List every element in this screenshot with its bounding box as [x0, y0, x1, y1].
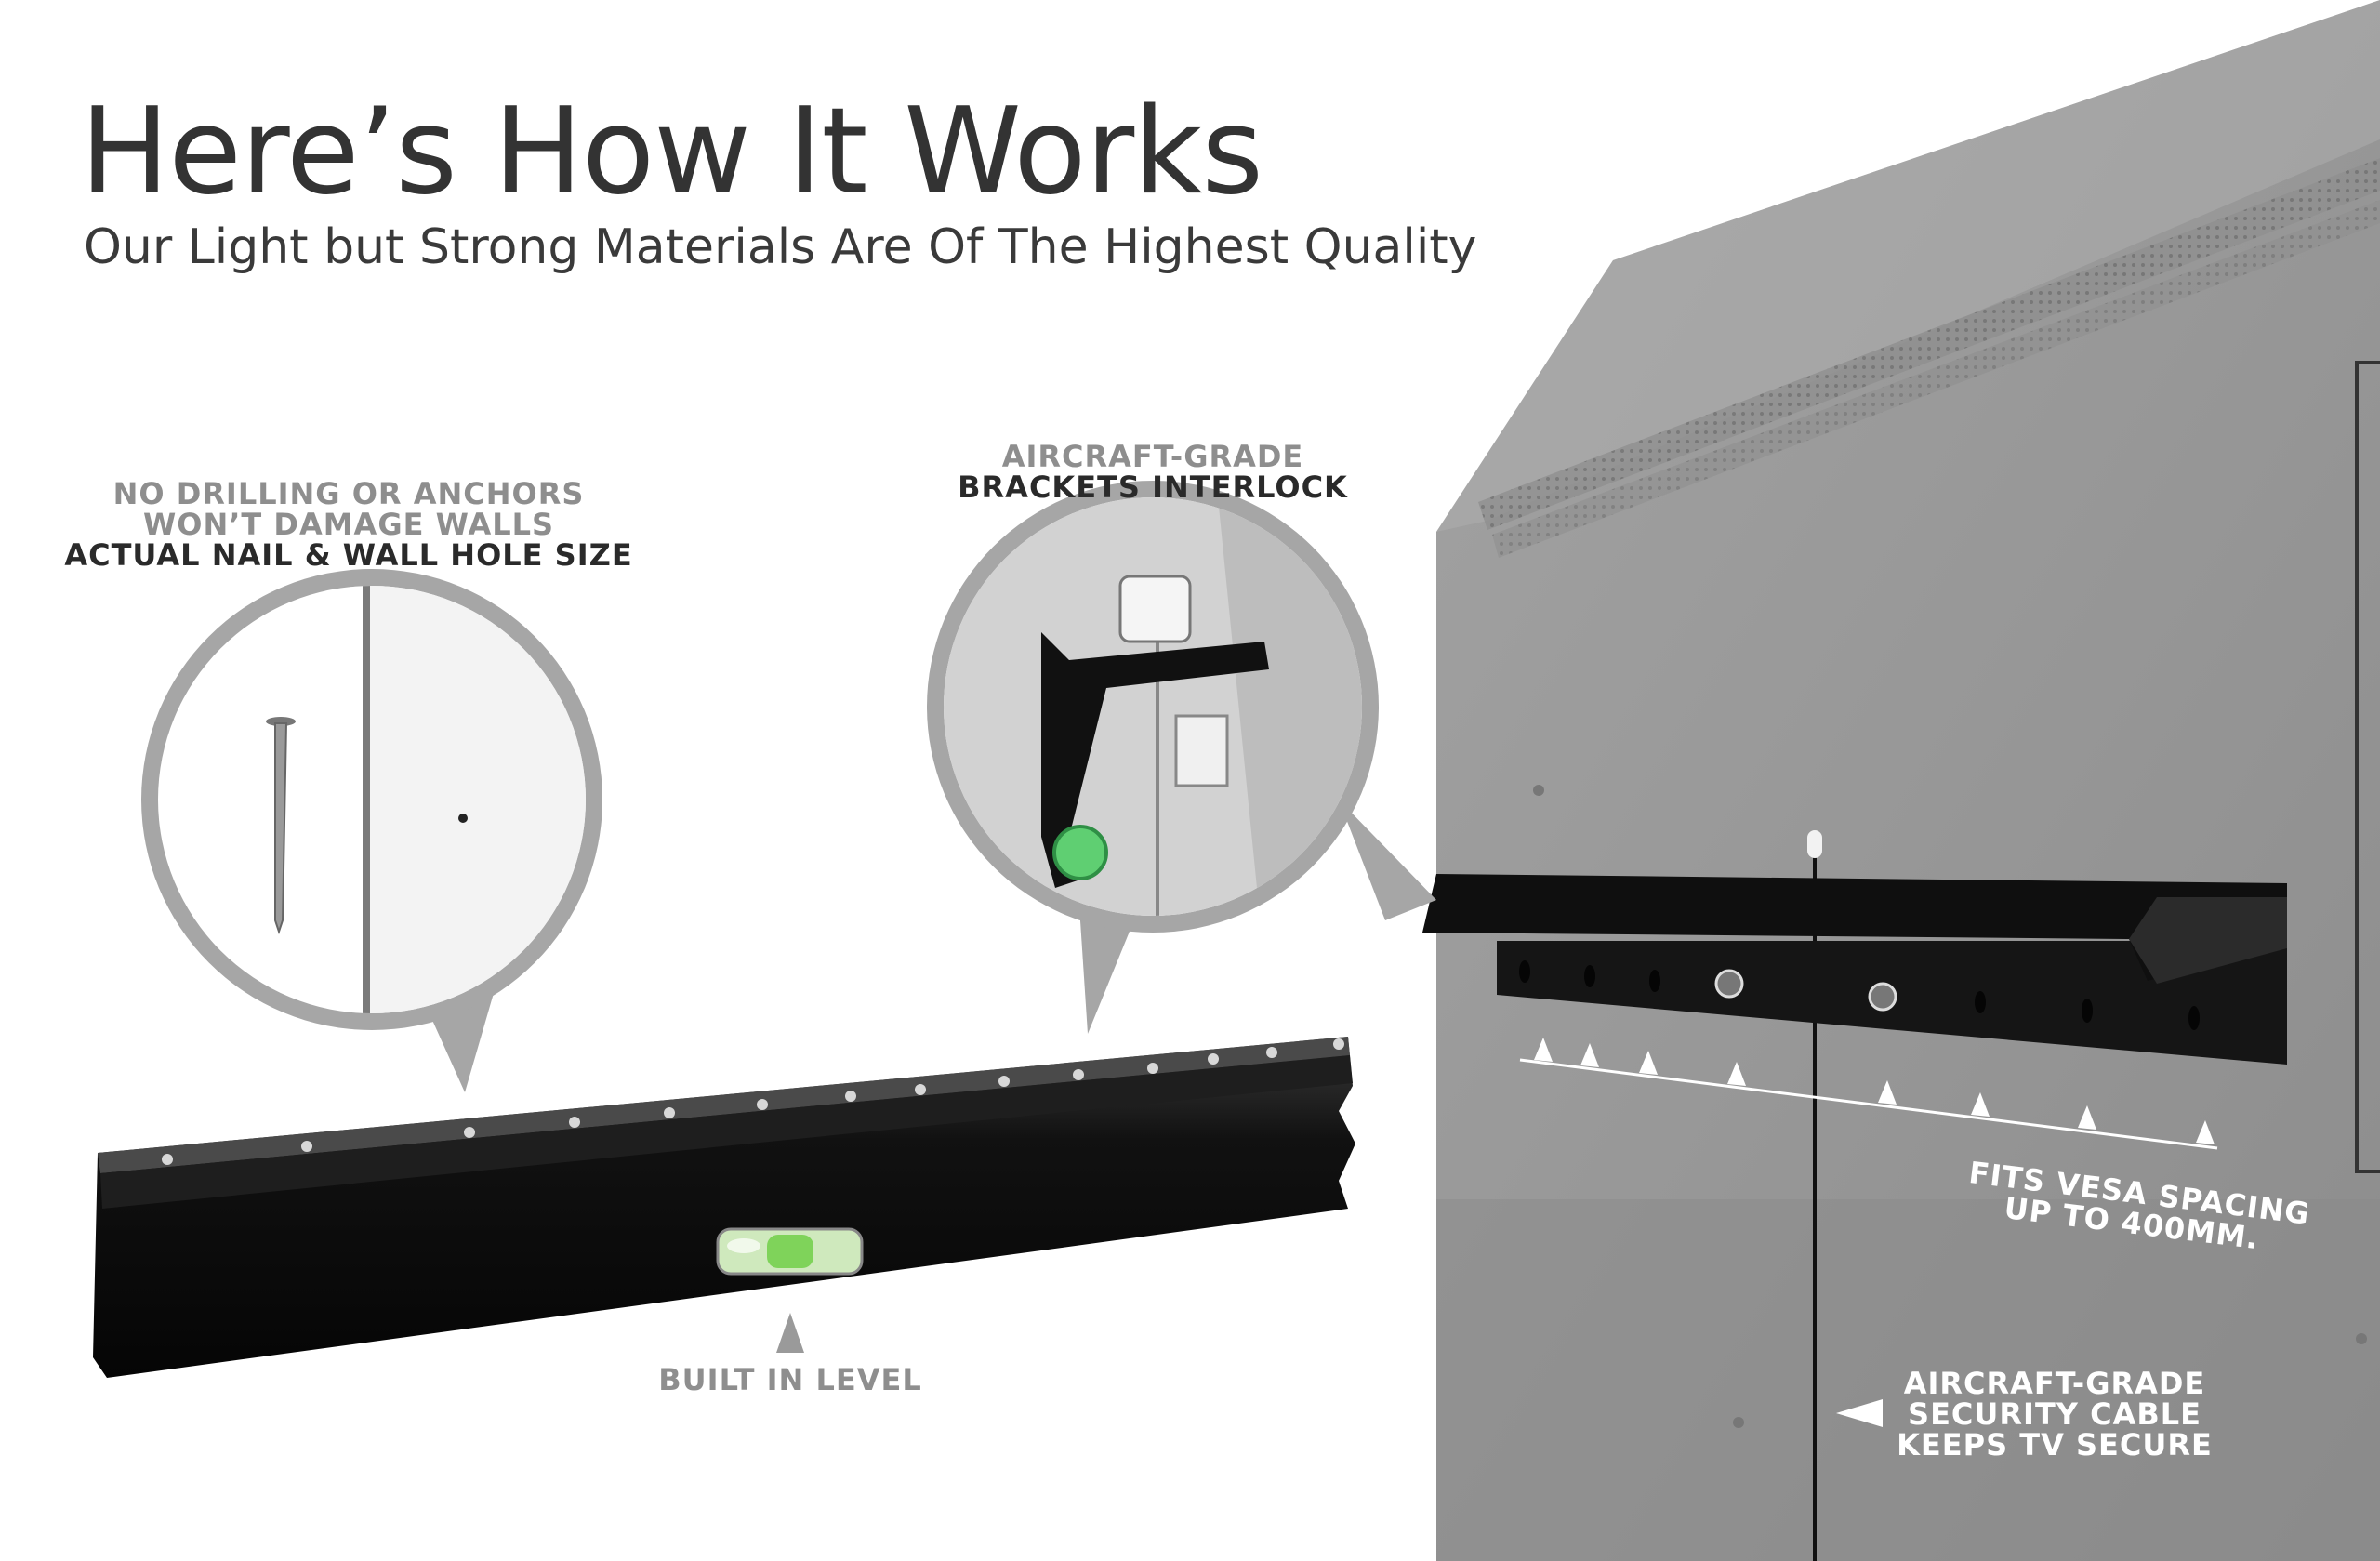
brackets-bubble — [927, 481, 1436, 1034]
nail-callout: NO DRILLING OR ANCHORS WON’T DAMAGE WALL… — [56, 479, 641, 571]
brackets-callout-line2: BRACKETS INTERLOCK — [958, 470, 1348, 505]
nail-callout-line3: ACTUAL NAIL & WALL HOLE SIZE — [64, 537, 633, 573]
wall-bracket — [93, 1037, 1355, 1378]
tv-bracket — [1422, 874, 2287, 1065]
cable-callout-line2: SECURITY CABLE — [1908, 1396, 2202, 1432]
vesa-arrows — [1519, 1038, 2218, 1150]
cable-arrow — [1836, 1399, 1883, 1427]
cable-callout-line3: KEEPS TV SECURE — [1897, 1427, 2213, 1462]
brackets-callout-line1: AIRCRAFT-GRADE — [1001, 439, 1304, 474]
nail-callout-line2: WON’T DAMAGE WALLS — [142, 507, 555, 542]
cable-callout-line1: AIRCRAFT-GRADE — [1903, 1366, 2206, 1401]
nail-callout-line1: NO DRILLING OR ANCHORS — [112, 476, 585, 511]
level-callout: BUILT IN LEVEL — [658, 1362, 922, 1397]
level-vial — [716, 1227, 864, 1276]
page-title: Here’s How It Works — [80, 83, 1263, 221]
tv-back — [1436, 0, 2380, 1561]
nail-bubble — [141, 569, 602, 1092]
cable-callout: AIRCRAFT-GRADE SECURITY CABLE KEEPS TV S… — [1878, 1369, 2231, 1461]
level-arrow — [776, 1313, 804, 1353]
nail-icon — [266, 717, 296, 935]
page-subtitle: Our Light but Strong Materials Are Of Th… — [84, 219, 1477, 275]
brackets-callout: AIRCRAFT-GRADE BRACKETS INTERLOCK — [930, 442, 1376, 503]
